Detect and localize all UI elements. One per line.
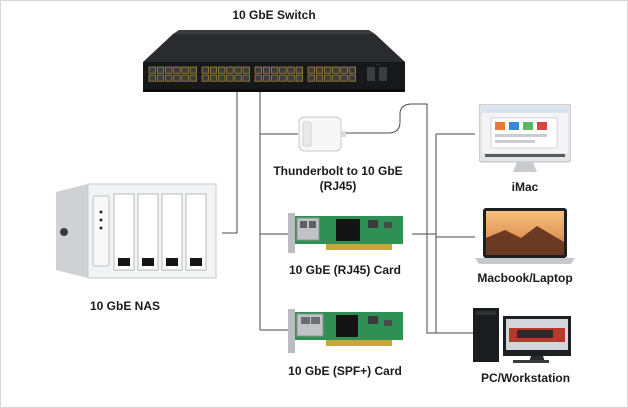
switch-port	[218, 66, 226, 74]
switch-port	[189, 66, 197, 74]
switch-port	[181, 74, 189, 82]
switch-port	[218, 74, 226, 82]
nas-device	[56, 183, 217, 279]
sfp-card-device	[288, 309, 403, 353]
switch-port	[307, 66, 315, 74]
switch-port	[209, 66, 218, 74]
imac-label: iMac	[511, 180, 539, 194]
adapter-label-line2: (RJ45)	[319, 179, 357, 193]
switch-port	[148, 74, 156, 82]
switch-port	[234, 74, 242, 82]
nas-logo-icon	[60, 228, 68, 236]
switch-port	[254, 66, 262, 74]
switch-port	[148, 66, 156, 74]
switch-port	[271, 66, 279, 74]
switch-port	[295, 66, 303, 74]
switch-port	[340, 74, 348, 82]
workstation-device	[473, 308, 571, 363]
switch-port	[156, 66, 165, 74]
switch-port	[226, 66, 234, 74]
switch-port	[287, 66, 295, 74]
switch-port	[332, 66, 340, 74]
switch-port	[209, 74, 218, 82]
laptop-label: Macbook/Laptop	[477, 271, 573, 285]
laptop-device	[475, 208, 575, 264]
switch-port	[189, 74, 197, 82]
switch-port	[295, 74, 303, 82]
switch-port	[271, 74, 279, 82]
imac-device	[479, 104, 571, 172]
switch-port	[201, 66, 209, 74]
switch-port	[173, 66, 181, 74]
switch-port	[307, 74, 315, 82]
switch-port	[242, 66, 250, 74]
switch-port	[226, 74, 234, 82]
switch-port	[165, 74, 173, 82]
switch-port	[254, 74, 262, 82]
switch-port	[348, 66, 356, 74]
switch-label: 10 GbE Switch	[232, 8, 316, 22]
adapter-thunderbolt-cable	[343, 103, 463, 334]
svg-text:...: ...	[376, 61, 380, 66]
switch-to-nas-line	[222, 88, 238, 234]
switch-port	[234, 66, 242, 74]
switch-port	[315, 74, 324, 82]
switch-port	[279, 74, 287, 82]
nas-label: 10 GbE NAS	[89, 299, 161, 313]
switch-port	[181, 66, 189, 74]
switch-port	[324, 74, 332, 82]
switch-port	[324, 66, 332, 74]
switch-ports	[148, 66, 356, 82]
switch-port	[242, 74, 250, 82]
switch-port	[173, 74, 181, 82]
switch-port	[201, 74, 209, 82]
switch-port	[156, 74, 165, 82]
rj45-card-label: 10 GbE (RJ45) Card	[288, 263, 402, 277]
switch-port	[165, 66, 173, 74]
sfp-card-label: 10 GbE (SPF+) Card	[288, 364, 402, 378]
workstation-label: PC/Workstation	[480, 371, 571, 385]
switch-port	[340, 66, 348, 74]
switch-port	[348, 74, 356, 82]
switch-port	[332, 74, 340, 82]
switch-device: ...	[143, 30, 405, 92]
thunderbolt-adapter-device	[298, 116, 346, 152]
switch-port	[262, 66, 271, 74]
nas-drive-bays	[113, 193, 207, 271]
switch-port	[287, 74, 295, 82]
switch-port	[315, 66, 324, 74]
switch-port	[262, 74, 271, 82]
rj45-card-device	[288, 213, 403, 253]
adapter-label-line1: Thunderbolt to 10 GbE	[273, 164, 403, 178]
switch-port	[279, 66, 287, 74]
